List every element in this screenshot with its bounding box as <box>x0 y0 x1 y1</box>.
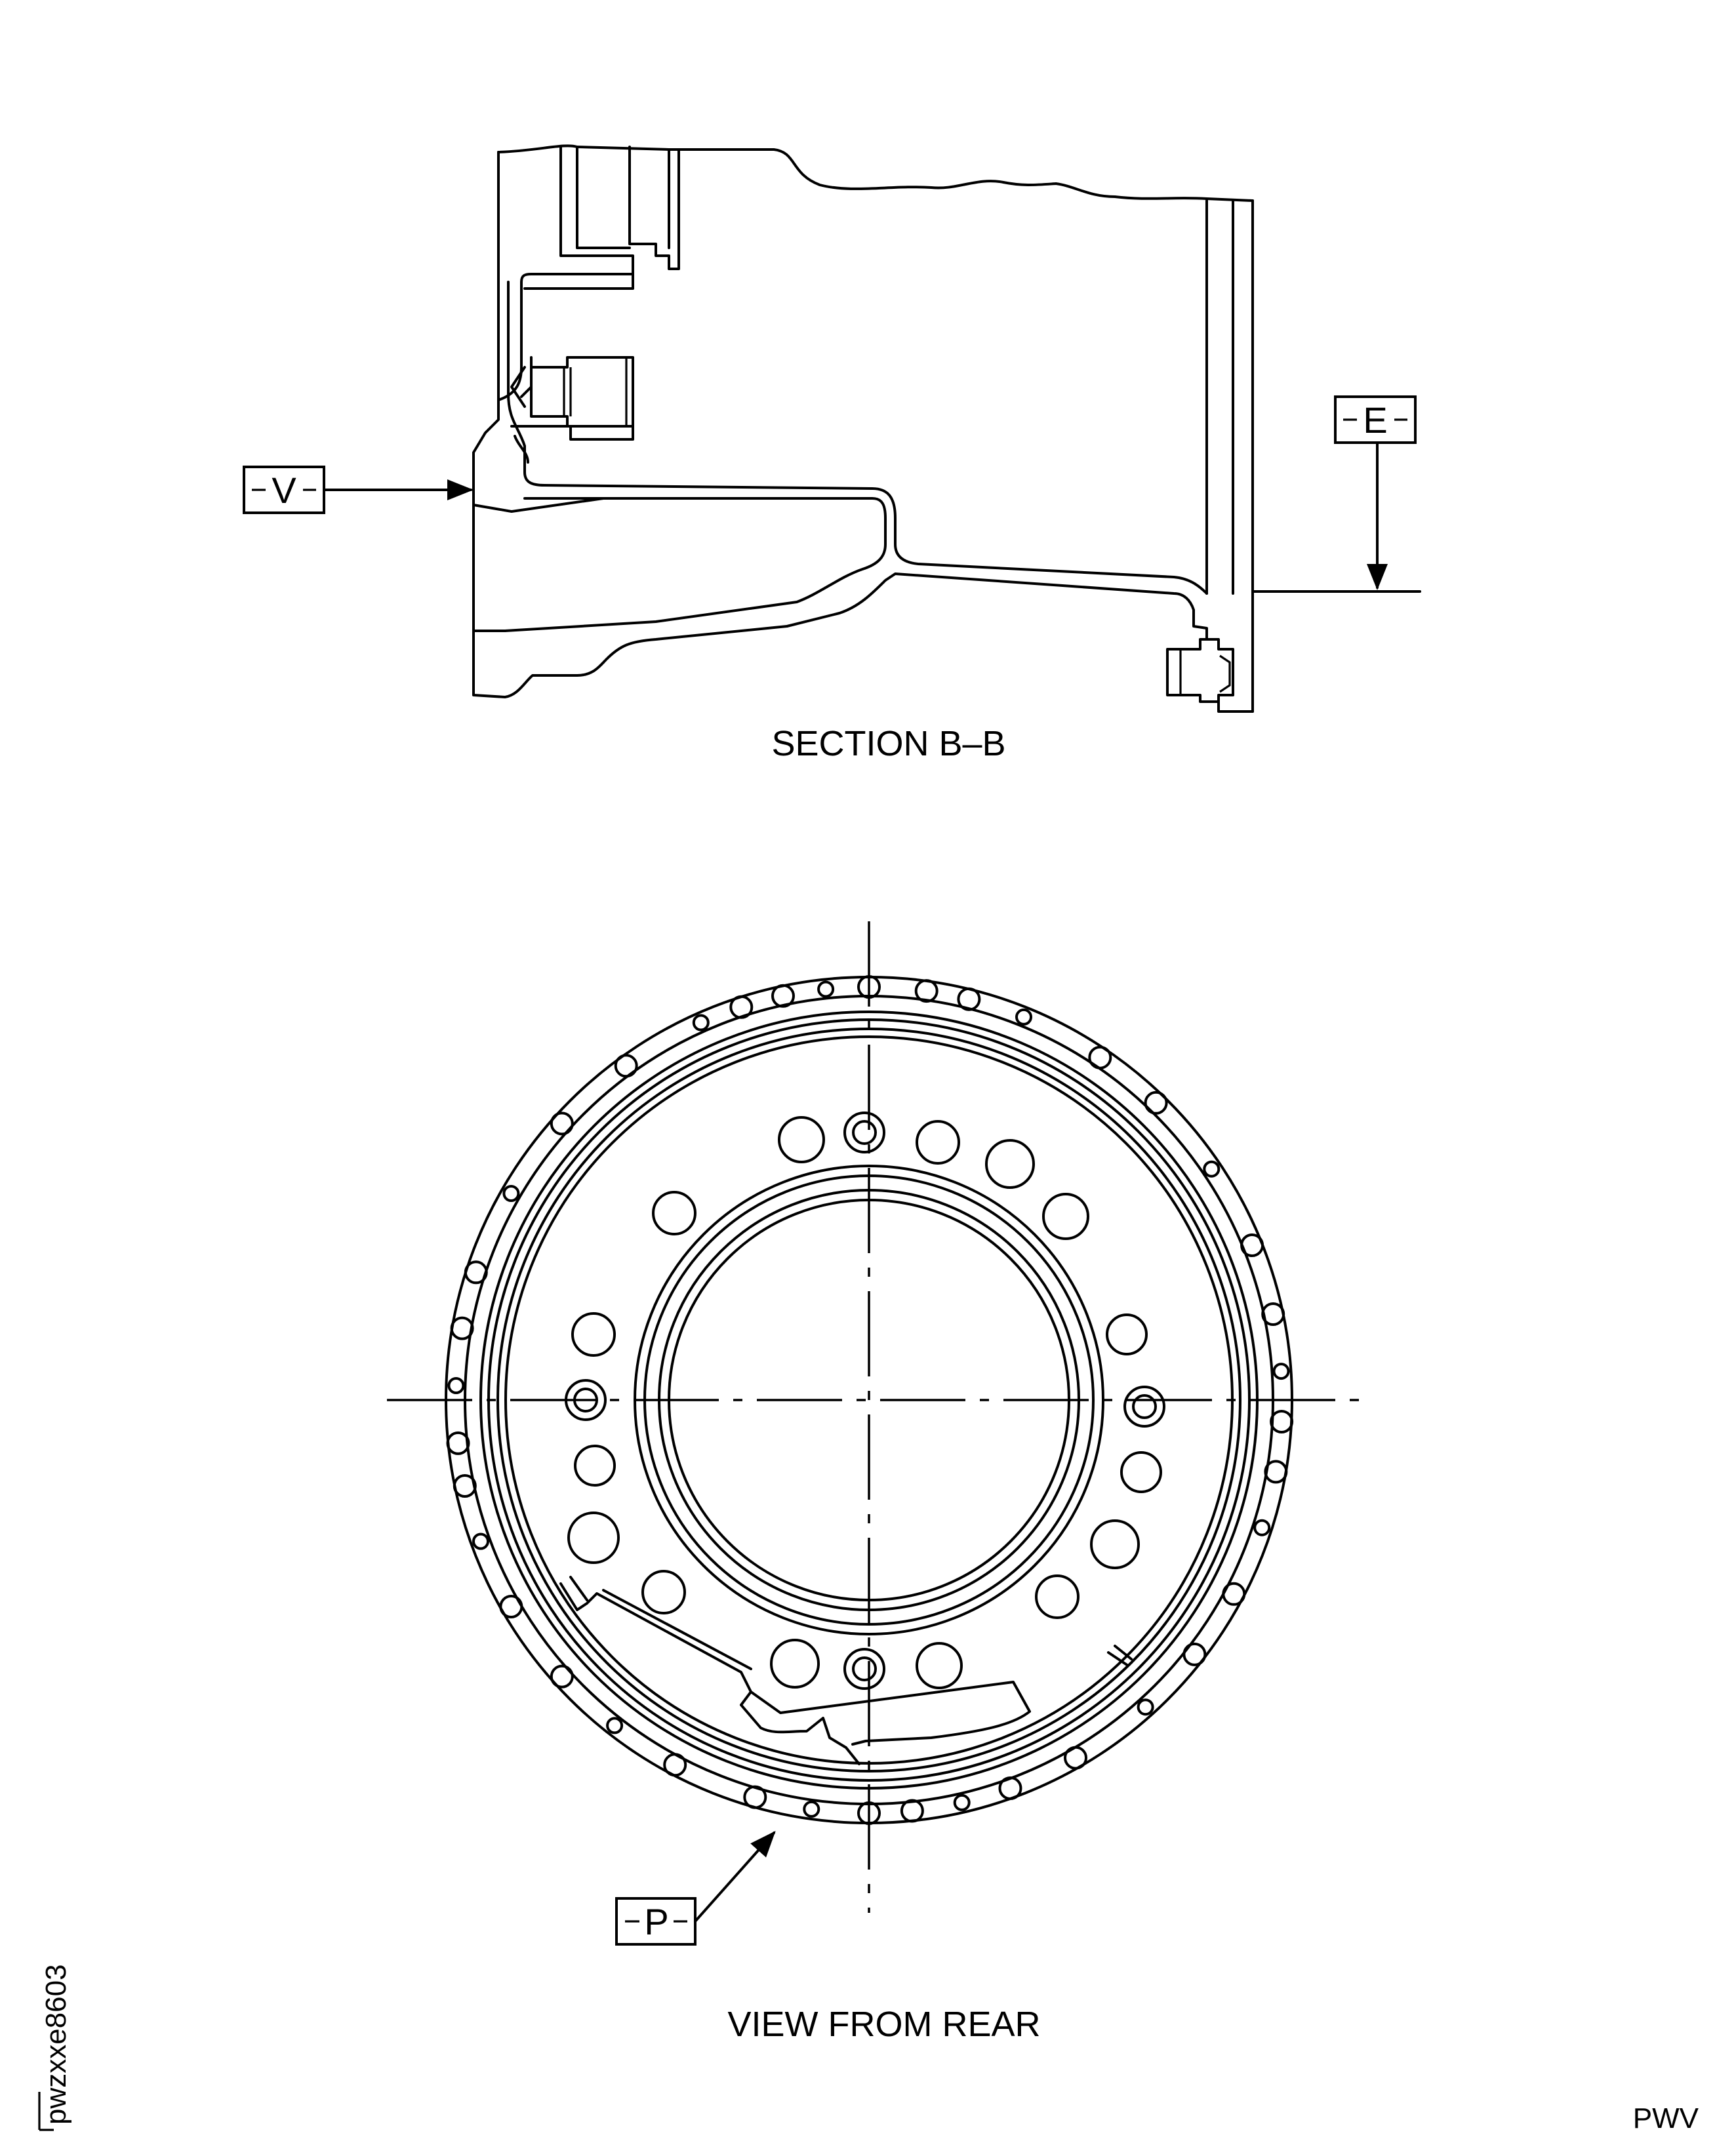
inner-hole <box>641 1570 686 1614</box>
dowel-hole <box>843 1648 885 1690</box>
drawing-id: pwzxxe8603 <box>40 1964 72 2125</box>
inner-hole <box>1106 1313 1148 1355</box>
rear-view <box>387 921 1364 1913</box>
outer-bolt-hole <box>1272 1363 1290 1380</box>
front-bolt <box>520 356 634 428</box>
outer-bolt-hole <box>472 1532 489 1550</box>
datum-p-leader <box>694 1831 776 1923</box>
rear-bolt <box>1166 638 1234 703</box>
outer-bolt-hole <box>1015 1008 1032 1026</box>
outer-bolt-hole <box>614 1054 638 1078</box>
inner-hole <box>985 1139 1035 1189</box>
inner-hole <box>1035 1574 1080 1619</box>
dowel-hole <box>843 1112 885 1153</box>
outer-bolt-hole <box>803 1800 820 1818</box>
outer-bolt-hole <box>957 987 981 1011</box>
outer-bolt-hole <box>953 1793 971 1811</box>
dowel-hole-center <box>852 1120 877 1145</box>
outer-bolt-hole <box>1253 1519 1271 1536</box>
outer-bolt-hole <box>1064 1746 1087 1770</box>
outer-bolt-hole <box>663 1753 687 1777</box>
outer-bolt-hole <box>1240 1233 1264 1257</box>
inner-hole <box>916 1642 963 1689</box>
inner-hole <box>567 1512 620 1564</box>
outer-bolt-hole <box>1144 1091 1168 1115</box>
outer-bolt-hole <box>857 1801 881 1825</box>
outer-bolt-hole <box>857 975 881 999</box>
inner-hole <box>1090 1519 1140 1569</box>
inner-hole <box>770 1639 820 1689</box>
inner-hole <box>1042 1193 1089 1240</box>
outer-bolt-hole <box>1182 1642 1207 1666</box>
outer-bolt-hole <box>447 1377 465 1394</box>
dowel-hole-center <box>852 1656 877 1681</box>
outer-bolt-hole <box>550 1112 574 1136</box>
outer-bolt-hole <box>1088 1045 1112 1070</box>
outer-bolt-hole <box>900 1799 924 1823</box>
outer-bolt-holes <box>446 975 1294 1825</box>
outer-bolt-hole <box>729 995 754 1019</box>
outer-bolt-hole <box>817 980 835 998</box>
datum-v-label: V <box>272 470 296 511</box>
dowel-hole-center <box>573 1388 598 1412</box>
inner-hole <box>574 1445 616 1487</box>
inner-hole <box>1120 1451 1162 1493</box>
outer-bolt-hole <box>1137 1698 1154 1716</box>
inner-hole <box>652 1191 696 1235</box>
outer-bolt-hole <box>1270 1410 1294 1433</box>
outer-bolt-hole <box>771 984 795 1008</box>
outer-bolt-hole <box>692 1014 710 1031</box>
outer-bolt-hole <box>1261 1302 1285 1326</box>
section-outline <box>497 144 1254 713</box>
inner-hole <box>916 1120 960 1165</box>
inner-hole <box>571 1312 616 1357</box>
outer-bolt-hole <box>1203 1160 1221 1178</box>
view-from-rear-caption: VIEW FROM REAR <box>727 2005 1040 2044</box>
center-bore <box>668 1199 1070 1601</box>
datum-v: V <box>243 466 474 514</box>
outer-bolt-hole <box>606 1717 624 1734</box>
dowel-hole <box>1123 1386 1165 1428</box>
datum-e: E <box>1251 395 1421 593</box>
datum-p-label: P <box>644 1901 668 1942</box>
outer-bolt-hole <box>1264 1460 1288 1484</box>
section-b-b-caption: SECTION B–B <box>771 724 1005 763</box>
corner-code: PWV <box>1633 2102 1699 2134</box>
inner-hole <box>778 1116 825 1163</box>
outer-bolt-hole <box>499 1595 523 1618</box>
section-b-b-view <box>472 144 1254 713</box>
outer-bolt-hole <box>502 1185 520 1202</box>
datum-e-label: E <box>1363 399 1387 441</box>
dowel-hole <box>565 1379 607 1421</box>
datum-p: P <box>615 1831 776 1946</box>
outer-bolt-hole <box>450 1316 474 1340</box>
outer-bolt-hole <box>914 979 939 1003</box>
outer-bolt-hole <box>743 1785 767 1809</box>
dowel-hole-center <box>1132 1394 1157 1419</box>
outer-bolt-hole <box>464 1260 488 1285</box>
flange-cutout <box>559 1582 860 1765</box>
bore-outer-ring <box>634 1165 1104 1635</box>
outer-bolt-hole <box>453 1474 477 1498</box>
inner-holes <box>565 1112 1165 1690</box>
outer-bolt-hole <box>550 1664 574 1689</box>
outer-bolt-hole <box>998 1776 1022 1800</box>
outer-bolt-hole <box>446 1431 470 1455</box>
outer-bolt-hole <box>1222 1582 1246 1606</box>
drawing-id-block: pwzxxe8603 <box>38 1964 72 2131</box>
